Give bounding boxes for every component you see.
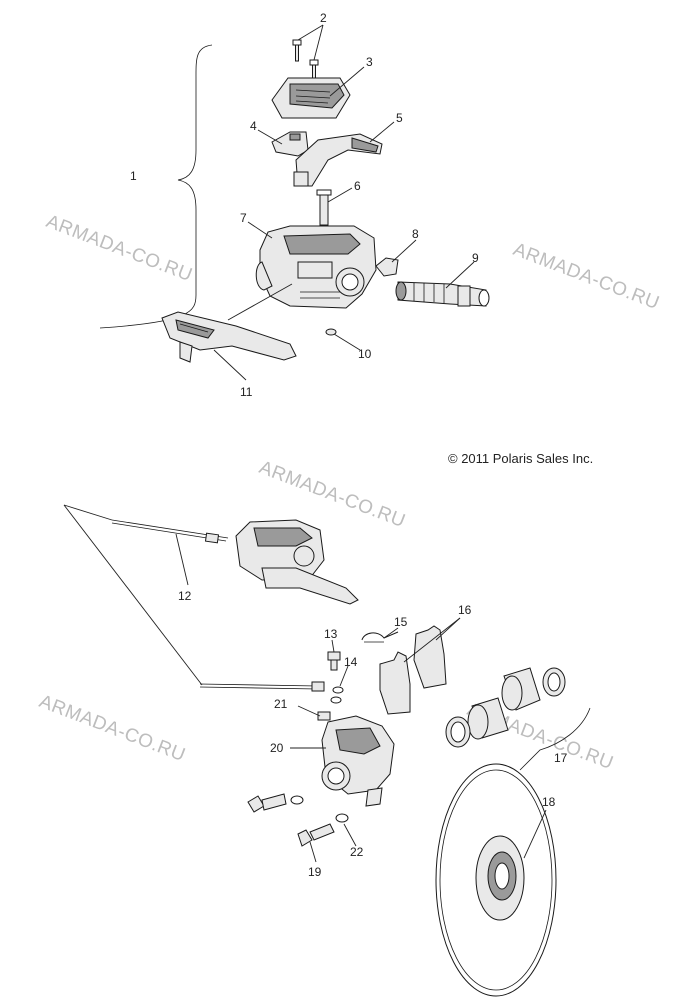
watermark-text: ARMADA-CO.RU [36,691,188,766]
brake-line-leader [63,504,113,521]
piston-seal-part [445,667,566,748]
caliper-part [321,715,395,807]
watermark-text: ARMADA-CO.RU [510,239,662,314]
callout-5: 5 [396,111,403,125]
callout-21: 21 [274,697,288,711]
clip-part [271,131,309,157]
reservoir-cover-part [271,77,351,119]
group-brace [99,44,213,329]
washer-part [335,813,349,823]
brake-pads-part [379,625,447,715]
lever-arm-part [293,133,383,187]
callout-1: 1 [130,169,137,183]
callout-13: 13 [324,627,338,641]
callout-12: 12 [178,589,192,603]
bleeder-part [317,711,331,721]
piston-group-bracket [519,707,591,771]
assembled-master-cylinder-part [235,519,359,605]
grip-part [395,281,490,307]
callout-7: 7 [240,211,247,225]
brake-lever-part [161,311,297,363]
callout-2: 2 [320,11,327,25]
callout-22: 22 [350,845,364,859]
bolt-part [297,823,335,847]
callout-16: 16 [458,603,472,617]
upper-assembly [161,39,490,363]
callouts: 1 2 3 4 5 6 7 8 9 10 11 12 13 14 15 16 1… [130,11,568,879]
callout-9: 9 [472,251,479,265]
callout-6: 6 [354,179,361,193]
callout-17: 17 [554,751,568,765]
switch-part [375,257,399,277]
small-clip-part [325,328,337,336]
lower-leaders [175,533,547,863]
callout-8: 8 [412,227,419,241]
master-cylinder-part [255,225,377,309]
callout-3: 3 [366,55,373,69]
callout-15: 15 [394,615,408,629]
callout-10: 10 [358,347,372,361]
callout-4: 4 [250,119,257,133]
washer-part [330,686,344,704]
callout-19: 19 [308,865,322,879]
upper-leaders [213,24,475,381]
callout-14: 14 [344,655,358,669]
brake-disc-part [435,763,557,997]
callout-11: 11 [240,385,253,399]
callout-20: 20 [270,741,284,755]
bolt-part [247,793,304,813]
cotter-pin-part [361,631,399,643]
copyright-text: © 2011 Polaris Sales Inc. [448,451,593,466]
callout-18: 18 [542,795,556,809]
banjo-bolt-part [327,651,341,671]
watermark-text: ARMADA-CO.RU [43,211,195,286]
brake-line-part [111,519,325,692]
pin-part [316,189,332,226]
brake-line-leader [63,504,203,686]
